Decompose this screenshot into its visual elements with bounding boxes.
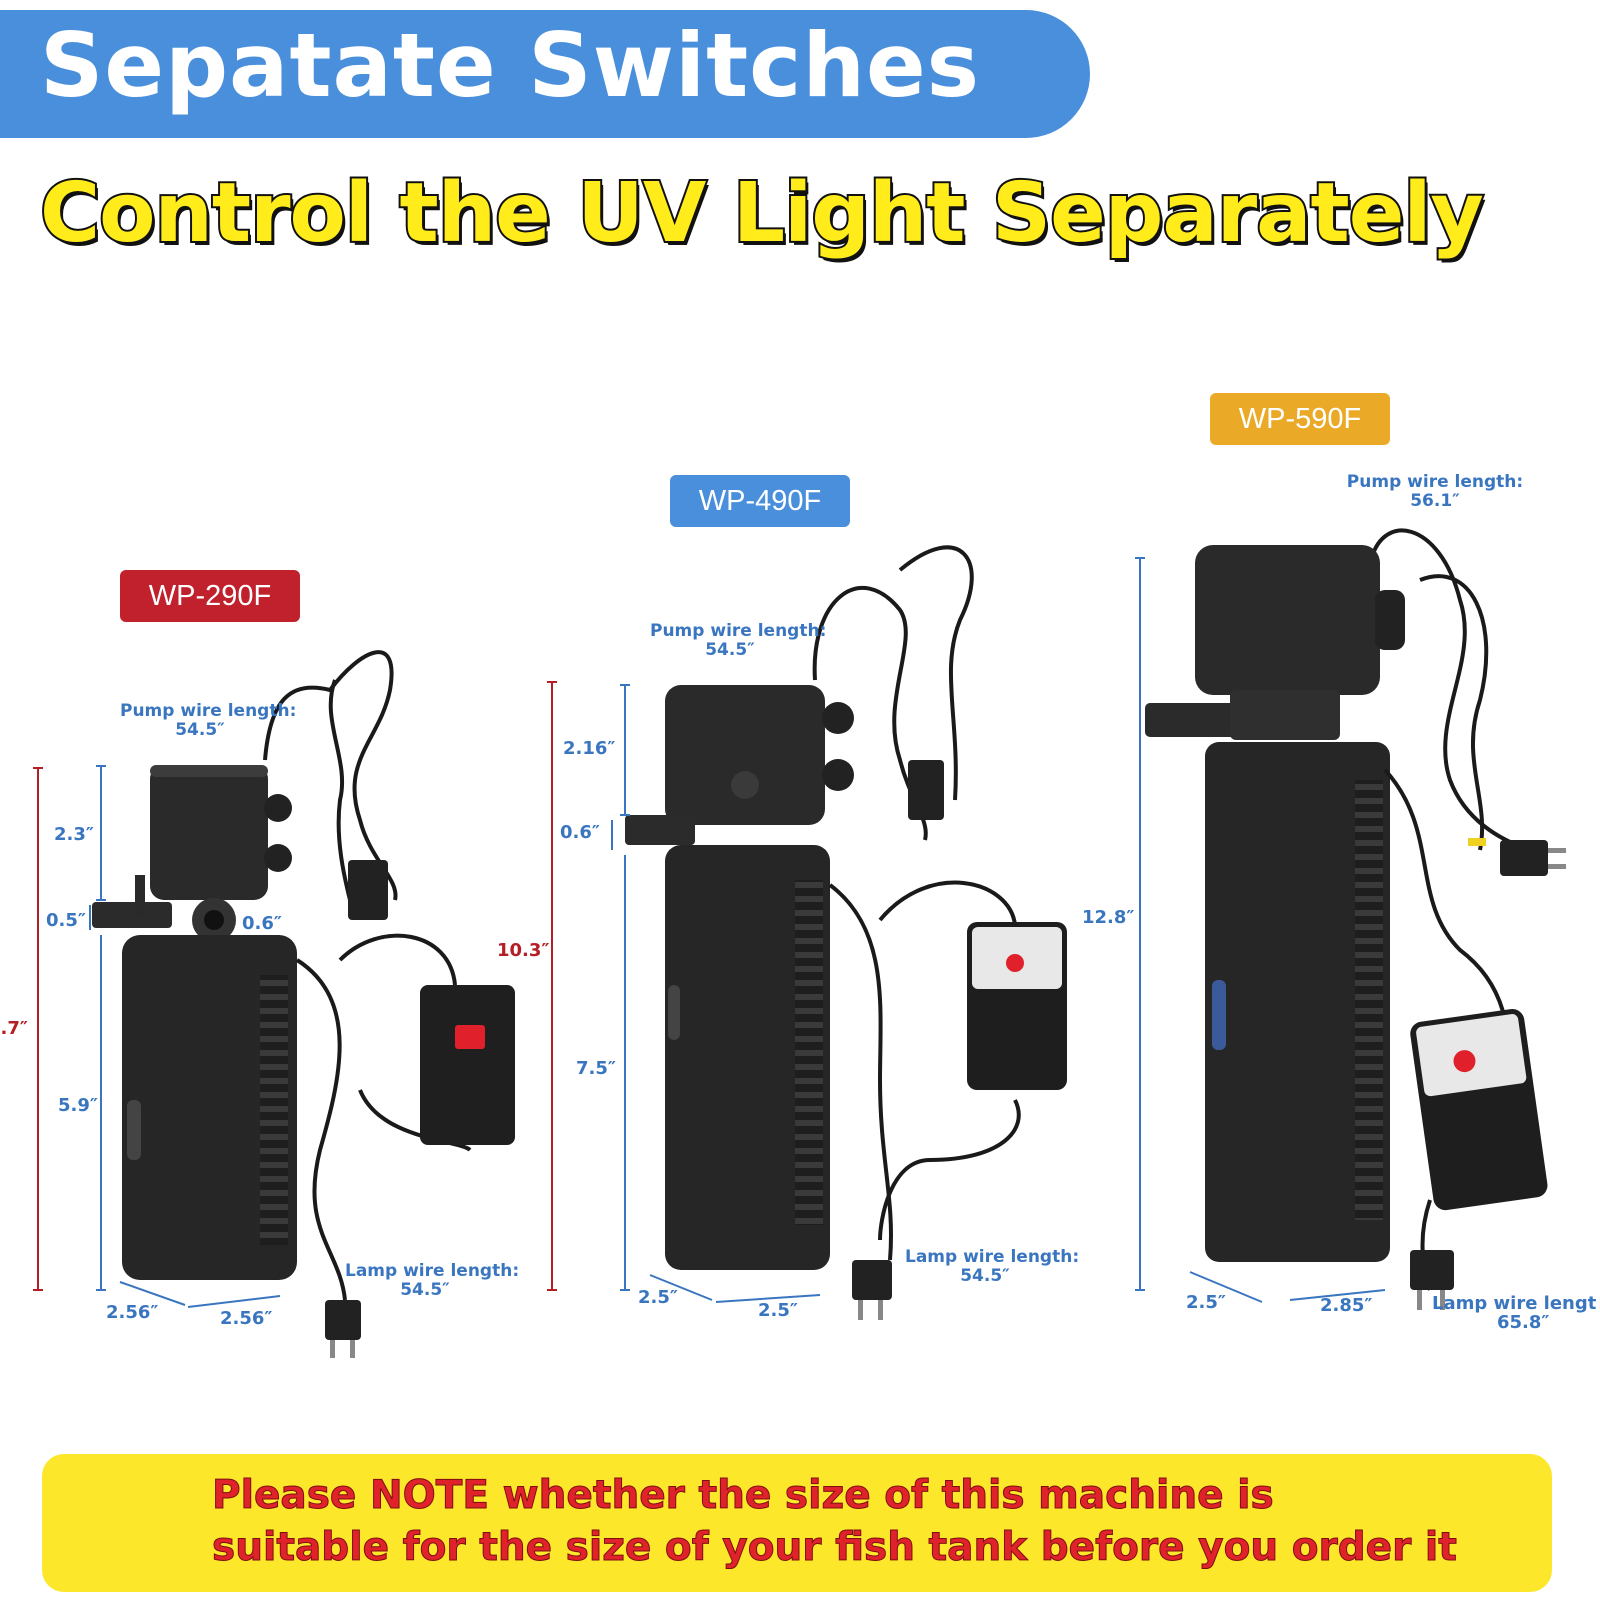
lamp-wire-value: 54.5″: [400, 1280, 450, 1300]
model-tag-wp-290f: WP-290F: [120, 570, 300, 622]
lamp-wire-title: Lamp wire length:: [345, 1261, 520, 1281]
pump-wire-label: Pump wire length: 54.5″: [120, 701, 297, 740]
dim-body: 5.9″: [58, 1095, 98, 1116]
note-banner: [42, 1454, 1552, 1592]
dim-width: 2.56″: [106, 1302, 159, 1323]
header-subtitle: Control the UV Light Separately: [38, 164, 1486, 263]
dim-depth: 2.56″: [220, 1308, 273, 1329]
pump-wire-label: Pump wire length: 56.1″: [1335, 473, 1535, 511]
header-title: Sepatate Switches: [40, 14, 981, 117]
pump-wire-value: 54.5″: [705, 640, 755, 660]
model-tag-wp-490f: WP-490F: [670, 475, 850, 527]
dimension-lines: [89, 557, 1386, 1308]
lamp-wire-label: Lamp wire lengt 65.8″: [1432, 1294, 1600, 1332]
pump-wp-590f: [1145, 528, 1566, 1310]
lamp-wire-title: Lamp wire length:: [905, 1247, 1080, 1267]
dim-width: 2.5″: [1186, 1292, 1226, 1313]
dim-outlet: 0.6″: [242, 913, 282, 934]
pump-wp-290f: [92, 650, 515, 1358]
lamp-wire-value: 65.8″: [1497, 1312, 1550, 1332]
header-banner: [0, 10, 1090, 138]
pump-wire-title: Pump wire length:: [1346, 472, 1524, 492]
lamp-wire-label: Lamp wire length: 54.5″: [905, 1247, 1080, 1286]
dim-top: 2.16″: [563, 738, 616, 759]
dim-depth: 2.5″: [758, 1300, 798, 1321]
note-line-2: suitable for the size of your fish tank …: [212, 1525, 1458, 1571]
lamp-wire-title: Lamp wire lengt: [1432, 1294, 1597, 1314]
pump-wire-title: Pump wire length:: [650, 621, 827, 641]
dim-total: 12.8″: [1082, 907, 1135, 928]
dim-body: 7.5″: [576, 1058, 616, 1079]
pump-wire-label: Pump wire length: 54.5″: [650, 621, 827, 660]
dim-width: 2.5″: [638, 1287, 678, 1308]
lamp-wire-label: Lamp wire length: 54.5″: [345, 1261, 520, 1300]
lamp-wire-value: 54.5″: [960, 1266, 1010, 1286]
total-height-lines: [33, 681, 557, 1291]
pump-wire-value: 54.5″: [175, 720, 225, 740]
dim-total: 8.7″: [0, 1018, 28, 1039]
pump-wp-490f: [625, 545, 1067, 1320]
pump-wire-value: 56.1″: [1410, 491, 1460, 511]
dim-total: 10.3″: [497, 940, 550, 961]
note-line-1: Please NOTE whether the size of this mac…: [212, 1473, 1275, 1519]
note-text: Please NOTE whether the size of this mac…: [212, 1470, 1458, 1574]
dim-nozzle: 0.5″: [46, 910, 86, 931]
dim-depth: 2.85″: [1320, 1295, 1373, 1316]
pump-wire-title: Pump wire length:: [120, 701, 297, 721]
dim-nozzle: 0.6″: [560, 822, 600, 843]
model-tag-wp-590f: WP-590F: [1210, 393, 1390, 445]
dim-top: 2.3″: [54, 824, 94, 845]
